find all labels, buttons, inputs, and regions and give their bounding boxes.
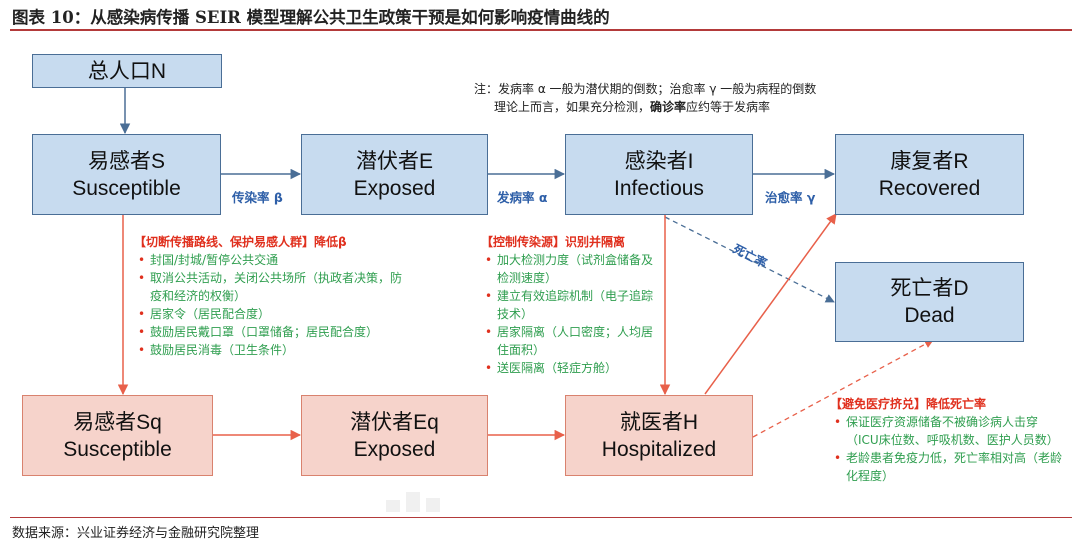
- model-note-suffix: 应约等于发病率: [686, 100, 771, 114]
- box-susceptible-quarantined-label: 易感者Sq: [73, 410, 162, 434]
- box-dead-sublabel: Dead: [904, 304, 955, 327]
- policy-right-heading: 【避免医疗挤兑】降低死亡率: [830, 397, 987, 411]
- model-note-prefix: 理论上而言，如果充分检测，: [494, 100, 651, 114]
- policy-middle-heading: 【控制传染源】识别并隔离: [481, 235, 626, 249]
- policy-left-item: 居家令（居民配合度）: [134, 305, 412, 323]
- model-note-line1: 注：发病率 α 一般为潜伏期的倒数；治愈率 γ 一般为病程的倒数: [474, 82, 817, 96]
- rate-label-alpha: 发病率 α: [497, 190, 548, 205]
- box-recovered-label: 康复者R: [890, 149, 969, 173]
- policy-right-item: 老龄患者免疫力低，死亡率相对高（老龄化程度）: [830, 449, 1070, 485]
- box-hospitalized-label: 就医者H: [619, 410, 699, 434]
- rate-label-beta: 传染率 β: [232, 190, 283, 205]
- box-exposed-sublabel: Exposed: [353, 176, 436, 200]
- box-susceptible-sublabel: Susceptible: [72, 176, 181, 200]
- policy-middle-item: 居家隔离（人口密度；人均居住面积）: [481, 323, 661, 359]
- box-infectious: 感染者I Infectious: [565, 134, 753, 215]
- box-total-population-label: 总人口N: [87, 59, 167, 83]
- watermark-logo: [386, 492, 440, 512]
- box-exposed-label: 潜伏者E: [355, 149, 433, 173]
- box-dead-label: 死亡者D: [890, 277, 969, 300]
- policy-left-heading: 【切断传播路线、保护易感人群】降低β: [134, 235, 347, 249]
- arrow-hospitalized-to-dead: [752, 339, 934, 438]
- box-exposed: 潜伏者E Exposed: [301, 134, 488, 215]
- box-exposed-quarantined: 潜伏者Eq Exposed: [301, 395, 488, 476]
- policy-middle-item: 加大检测力度（试剂盒储备及检测速度）: [481, 251, 661, 287]
- box-susceptible: 易感者S Susceptible: [32, 134, 221, 215]
- box-susceptible-quarantined: 易感者Sq Susceptible: [22, 395, 213, 476]
- policy-middle-item: 送医隔离（轻症方舱）: [481, 359, 661, 377]
- policy-list-middle: 【控制传染源】识别并隔离 加大检测力度（试剂盒储备及检测速度） 建立有效追踪机制…: [481, 233, 661, 377]
- box-infectious-sublabel: Infectious: [614, 176, 704, 200]
- box-hospitalized-sublabel: Hospitalized: [601, 437, 717, 461]
- policy-left-item: 封国/封城/暂停公共交通: [134, 251, 412, 269]
- model-note-line2: 理论上而言，如果充分检测，确诊率应约等于发病率: [494, 98, 770, 116]
- box-recovered-sublabel: Recovered: [878, 176, 981, 200]
- model-note-bold: 确诊率: [650, 100, 687, 114]
- box-susceptible-label: 易感者S: [87, 149, 165, 173]
- arrow-hospitalized-to-recovered: [704, 213, 837, 395]
- policy-right-item: 保证医疗资源储备不被确诊病人击穿（ICU床位数、呼吸机数、医护人员数）: [830, 413, 1070, 449]
- figure-title: 图表 10：从感染病传播 SEIR 模型理解公共卫生政策干预是如何影响疫情曲线的: [12, 8, 610, 27]
- policy-list-right: 【避免医疗挤兑】降低死亡率 保证医疗资源储备不被确诊病人击穿（ICU床位数、呼吸…: [830, 395, 1070, 485]
- rate-label-gamma: 治愈率 γ: [765, 190, 816, 205]
- arrow-infectious-to-dead: [664, 216, 835, 303]
- policy-left-item: 鼓励居民消毒（卫生条件）: [134, 341, 412, 359]
- box-total-population: 总人口N: [32, 54, 222, 88]
- policy-left-item: 取消公共活动，关闭公共场所（执政者决策，防疫和经济的权衡）: [134, 269, 412, 305]
- policy-middle-item: 建立有效追踪机制（电子追踪技术）: [481, 287, 661, 323]
- box-hospitalized: 就医者H Hospitalized: [565, 395, 753, 476]
- box-recovered: 康复者R Recovered: [835, 134, 1024, 215]
- box-infectious-label: 感染者I: [624, 149, 694, 173]
- box-susceptible-quarantined-sublabel: Susceptible: [63, 437, 172, 461]
- source-footnote: 数据来源：兴业证券经济与金融研究院整理: [12, 526, 260, 541]
- policy-list-left: 【切断传播路线、保护易感人群】降低β 封国/封城/暂停公共交通 取消公共活动，关…: [134, 233, 412, 359]
- box-dead: 死亡者D Dead: [835, 262, 1024, 342]
- box-exposed-quarantined-label: 潜伏者Eq: [350, 410, 439, 434]
- policy-left-item: 鼓励居民戴口罩（口罩储备；居民配合度）: [134, 323, 412, 341]
- footer-divider: [10, 517, 1072, 518]
- box-exposed-quarantined-sublabel: Exposed: [353, 437, 436, 461]
- title-divider: [10, 29, 1072, 31]
